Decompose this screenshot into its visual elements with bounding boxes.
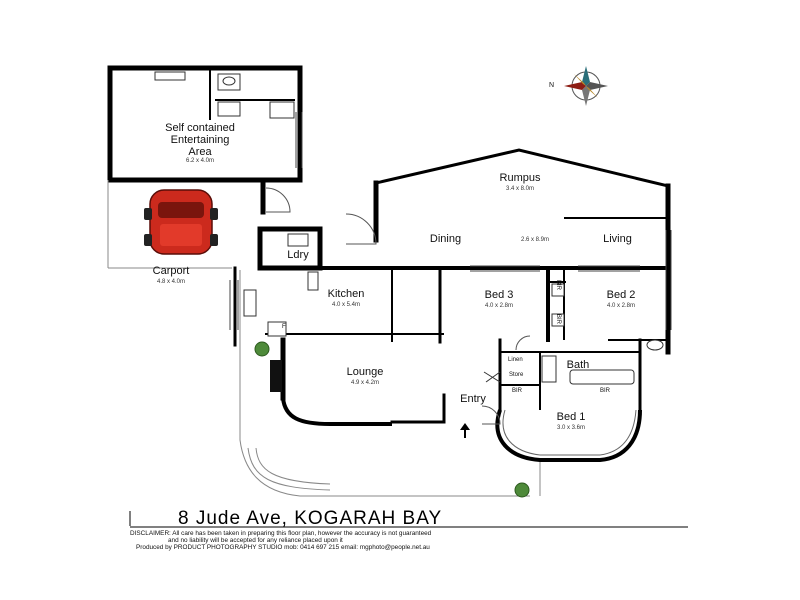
entry-label: Entry [460, 393, 486, 405]
property-address-title: 8 Jude Ave, KOGARAH BAY [178, 508, 443, 529]
lounge-label: Lounge [346, 366, 384, 378]
bed1-dim: 3.0 x 3.6m [556, 425, 585, 431]
rumpus-dim: 3.4 x 8.0m [505, 186, 534, 192]
linen-label: Linen [508, 357, 523, 363]
dining-label: Dining [429, 233, 462, 245]
bir-left-label: BIR [512, 388, 523, 394]
bir-right-label: BIR [600, 388, 611, 394]
plant-icon [254, 341, 270, 357]
kitchen-label: Kitchen [327, 288, 365, 300]
entertaining-dim: 6.2 x 4.0m [185, 158, 214, 164]
dining-living-dim: 2.6 x 8.9m [520, 237, 549, 243]
entertaining-label: Self contained Entertaining Area [165, 122, 235, 158]
fridge-label: F [282, 324, 286, 330]
entry-arrow-icon [460, 423, 470, 438]
disclaimer-line-1: DISCLAIMER: All care has been taken in p… [130, 530, 432, 537]
kitchen-dim: 4.0 x 5.4m [331, 302, 360, 308]
disclaimer-line-2: and no liability will be accepted for an… [168, 537, 343, 544]
bed2-label: Bed 2 [606, 289, 636, 301]
store-label: Store [509, 372, 524, 378]
plant-icon [514, 482, 530, 498]
carport-dim: 4.8 x 4.0m [156, 279, 185, 285]
compass-north-label: N [549, 82, 555, 89]
rumpus-roof-wall [374, 148, 670, 188]
bed2-dim: 4.0 x 2.8m [606, 303, 635, 309]
bir-bed3-label: BIR [555, 279, 562, 291]
rumpus-label: Rumpus [499, 172, 541, 184]
fireplace [270, 360, 282, 392]
living-label: Living [603, 233, 632, 245]
producer-credit: Produced by PRODUCT PHOTOGRAPHY STUDIO m… [136, 544, 430, 551]
entertaining-walls [107, 65, 303, 183]
bed1-label: Bed 1 [556, 411, 586, 423]
bir-bed2-label: BIR [555, 313, 562, 325]
bed3-label: Bed 3 [484, 289, 514, 301]
carport-label: Carport [152, 265, 190, 277]
lounge-dim: 4.9 x 4.2m [350, 380, 379, 386]
car-image [144, 189, 218, 255]
bath-label: Bath [566, 359, 590, 371]
bed3-dim: 4.0 x 2.8m [484, 303, 513, 309]
compass-icon [564, 66, 608, 106]
ldry-label: Ldry [287, 249, 309, 261]
